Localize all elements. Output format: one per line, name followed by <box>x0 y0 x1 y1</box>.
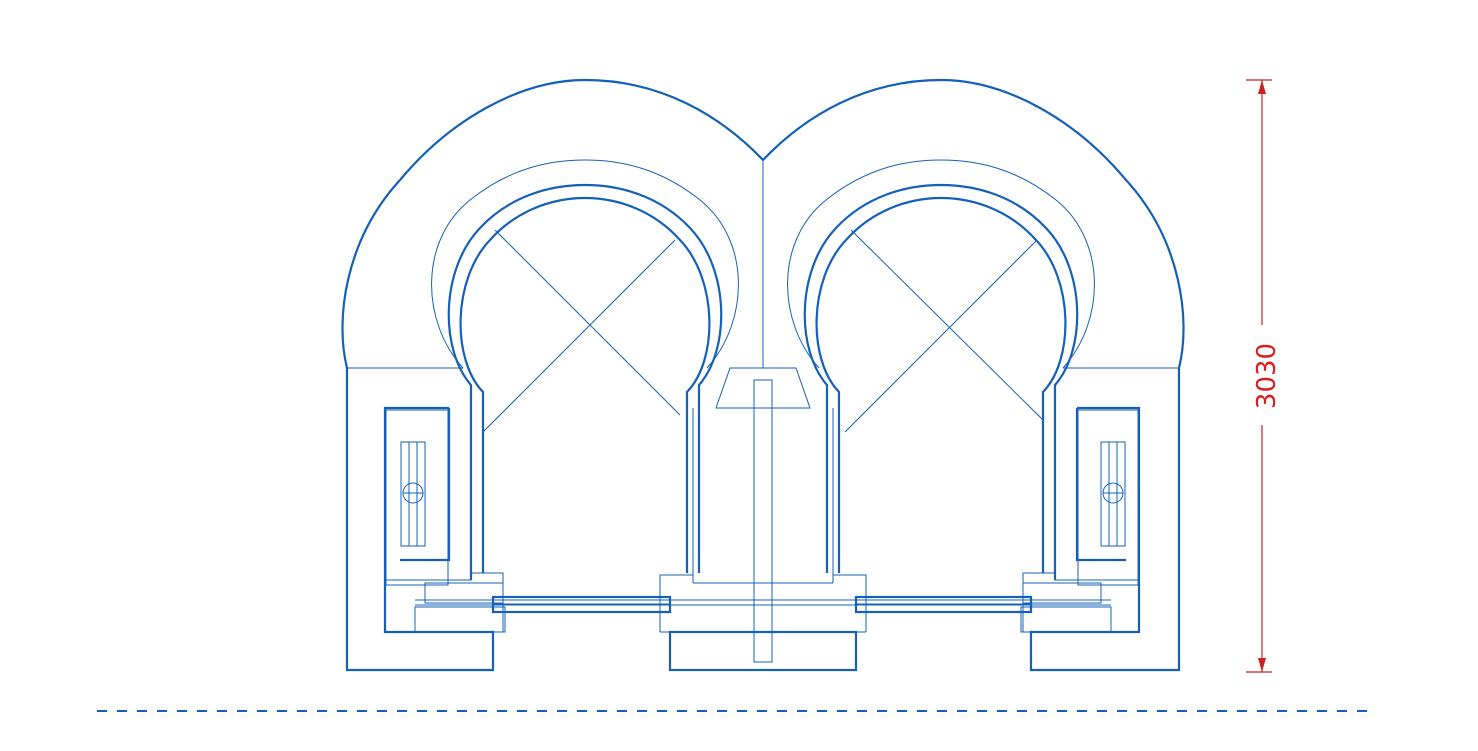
right-jamb <box>1020 368 1181 672</box>
right-arch <box>787 159 1095 433</box>
left-jamb <box>345 368 506 672</box>
threshold-rails <box>415 595 1111 614</box>
arrow-down-icon <box>1258 658 1266 672</box>
height-dimension: 3030 <box>1246 79 1282 673</box>
height-dimension-label: 3030 <box>1252 343 1282 409</box>
outer-arch-outline <box>341 78 1185 369</box>
left-arch <box>431 159 739 433</box>
arrow-up-icon <box>1258 80 1266 94</box>
center-pillar <box>659 367 867 672</box>
